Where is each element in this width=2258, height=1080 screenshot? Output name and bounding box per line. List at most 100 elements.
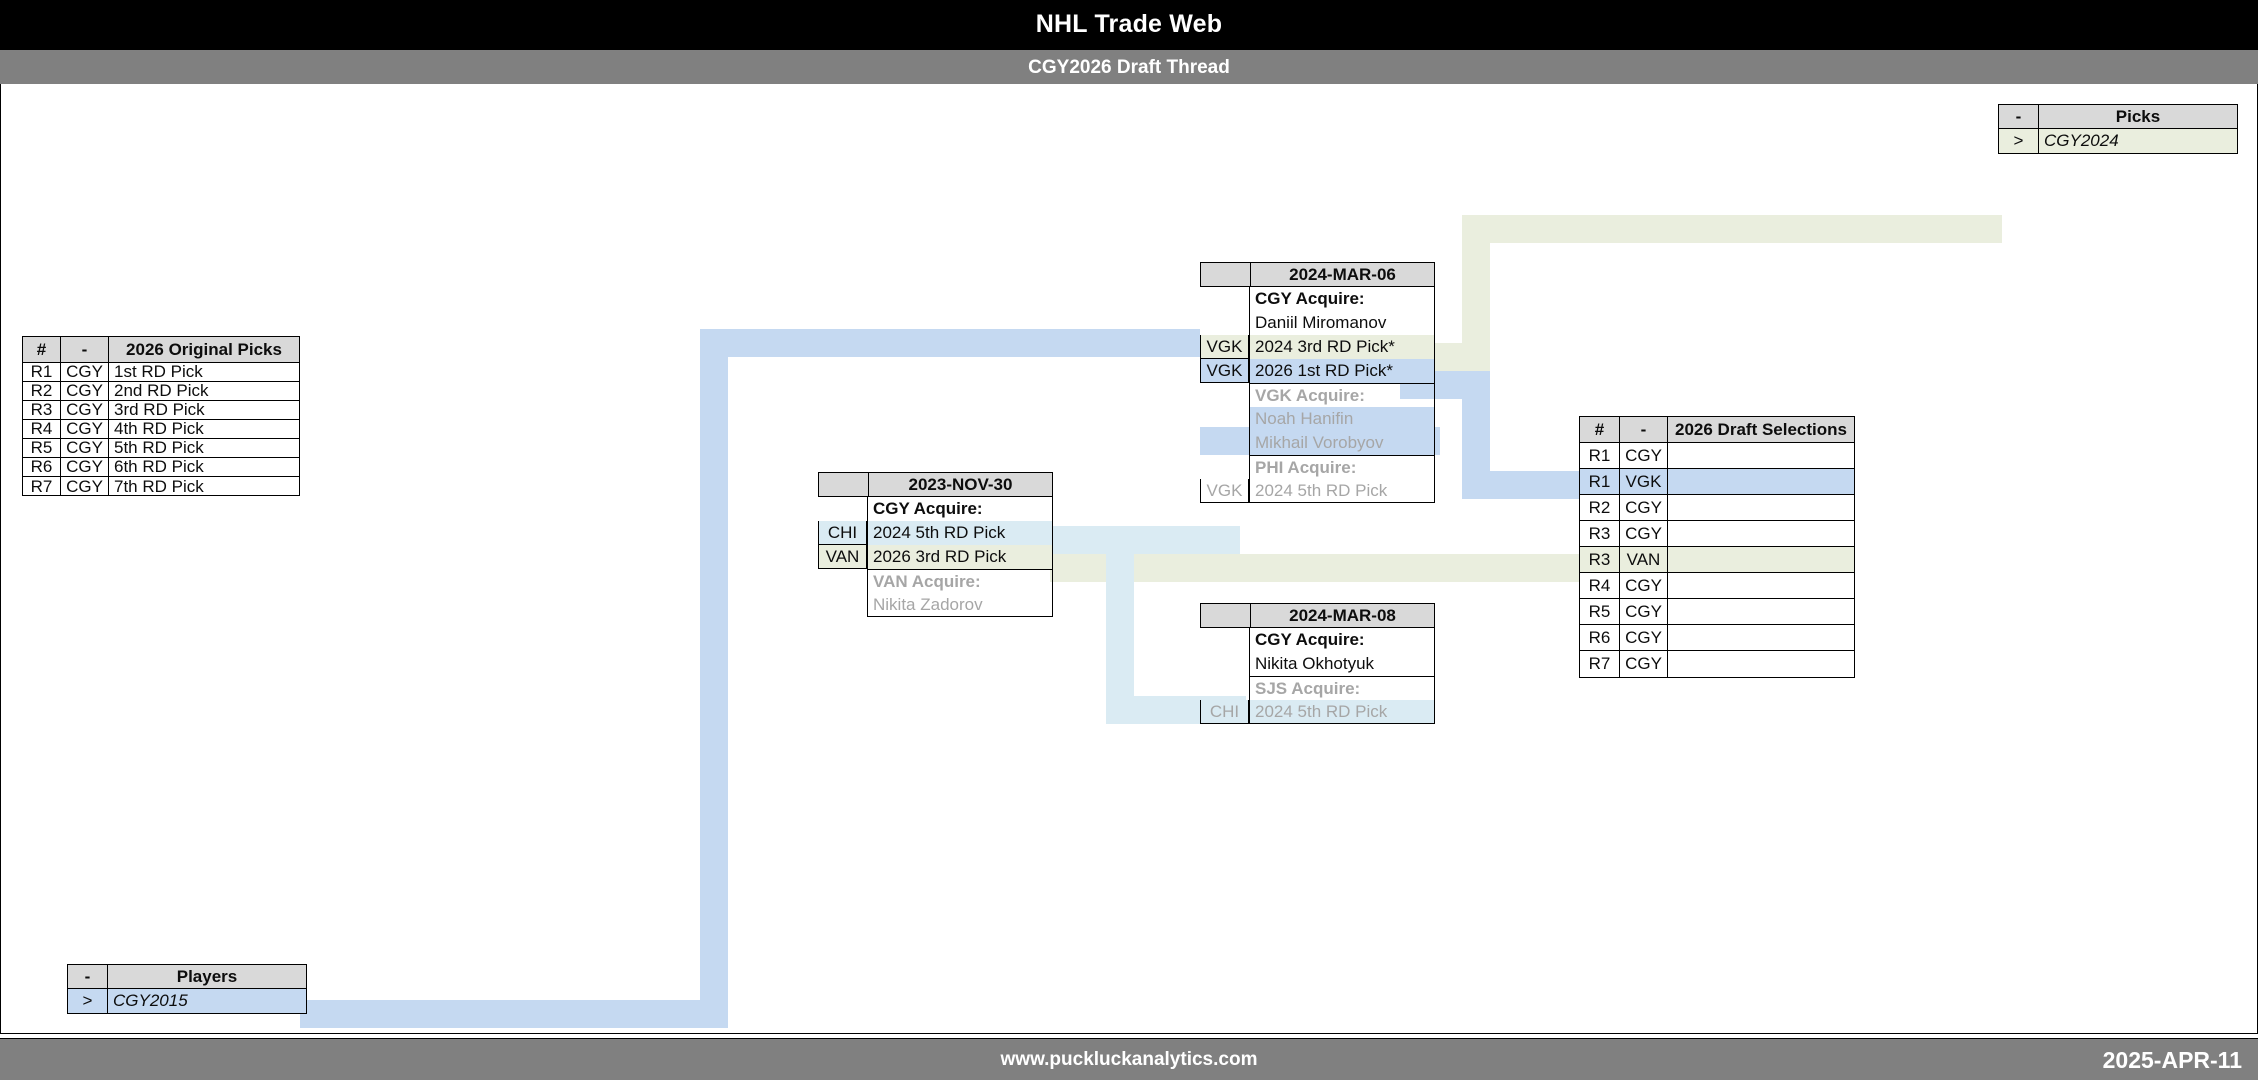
row-number: R2 (1580, 495, 1620, 521)
row-pick: 2nd RD Pick (109, 382, 299, 401)
row-number: R5 (23, 439, 61, 458)
trade-row-asset: Mikhail Vorobyov (1249, 431, 1435, 455)
col-header-team: - (1620, 417, 1668, 443)
row-team: CGY (61, 439, 109, 458)
trade-row-team: VGK (1200, 479, 1249, 503)
trade-row[interactable]: PHI Acquire: (1200, 455, 1435, 479)
trade-row-team (1200, 652, 1249, 676)
trade-row[interactable]: CGY Acquire: (818, 497, 1053, 521)
row-team: VGK (1620, 469, 1668, 495)
trade-row[interactable]: Daniil Miromanov (1200, 311, 1435, 335)
connector-blue-top-horizontal (700, 329, 1200, 357)
trade-row[interactable]: VGK Acquire: (1200, 383, 1435, 407)
row-team: CGY (1620, 495, 1668, 521)
legend-item-picks[interactable]: > CGY2024 (1999, 129, 2237, 153)
connector-blue-hanifin-row (1200, 427, 1440, 455)
page-subtitle: CGY2026 Draft Thread (0, 49, 2258, 86)
connector-cyan-vertical (1106, 526, 1134, 724)
players-legend-box: - Players > CGY2015 (67, 964, 307, 1014)
page-title: NHL Trade Web (0, 0, 2258, 49)
legend-label: CGY2015 (113, 991, 188, 1010)
trade-row-team: VGK (1200, 335, 1249, 359)
trade-card-header: 2024-MAR-08 (1200, 603, 1435, 628)
trade-row[interactable]: CGY Acquire: (1200, 628, 1435, 652)
legend-item-players[interactable]: > CGY2015 (68, 989, 306, 1013)
trade-row-team (1200, 287, 1249, 311)
trade-card-2024-mar-06[interactable]: 2024-MAR-06 CGY Acquire:Daniil Miromanov… (1200, 262, 1435, 503)
table-header-row: # - 2026 Original Picks (23, 337, 299, 363)
trade-row[interactable]: Nikita Okhotyuk (1200, 652, 1435, 676)
trade-row-team (1200, 455, 1249, 479)
col-header-picks: 2026 Original Picks (109, 337, 299, 363)
trade-row-team (1200, 628, 1249, 652)
connector-olive-top-horizontal (1462, 215, 2002, 243)
row-number: R6 (1580, 625, 1620, 651)
trade-row-team (818, 497, 867, 521)
connector-blue-into-r1vgk (1462, 471, 1582, 499)
trade-card-date: 2024-MAR-06 (1251, 263, 1434, 286)
trade-row-team (1200, 676, 1249, 700)
row-selection (1668, 469, 1854, 495)
trade-row-asset: SJS Acquire: (1249, 676, 1435, 700)
legend-col-picks: Picks (2039, 105, 2237, 129)
trade-row-asset: 2024 5th RD Pick (867, 521, 1053, 545)
trade-card-team-col (1201, 263, 1251, 286)
col-header-number: # (23, 337, 61, 363)
trade-row[interactable]: Noah Hanifin (1200, 407, 1435, 431)
row-selection (1668, 651, 1854, 677)
trade-row[interactable]: VAN Acquire: (818, 569, 1053, 593)
row-team: CGY (1620, 573, 1668, 599)
row-pick: 5th RD Pick (109, 439, 299, 458)
trade-row-team: VGK (1200, 359, 1249, 383)
row-team: CGY (61, 420, 109, 439)
trade-row-asset: 2024 5th RD Pick (1249, 700, 1435, 724)
row-team: VAN (1620, 547, 1668, 573)
trade-row[interactable]: Mikhail Vorobyov (1200, 431, 1435, 455)
trade-card-date: 2024-MAR-08 (1251, 604, 1434, 627)
trade-row-asset: CGY Acquire: (867, 497, 1053, 521)
trade-row[interactable]: SJS Acquire: (1200, 676, 1435, 700)
row-number: R6 (23, 458, 61, 477)
legend-header-row: - Picks (1999, 105, 2237, 129)
row-team: CGY (1620, 625, 1668, 651)
trade-row[interactable]: Nikita Zadorov (818, 593, 1053, 617)
row-selection (1668, 625, 1854, 651)
picks-legend-box: - Picks > CGY2024 (1998, 104, 2238, 154)
trade-row[interactable]: CGY Acquire: (1200, 287, 1435, 311)
connector-blue-vertical (700, 329, 728, 1028)
footer-site: www.puckluckanalytics.com (1000, 1049, 1258, 1070)
row-selection (1668, 495, 1854, 521)
trade-row-asset: VGK Acquire: (1249, 383, 1435, 407)
row-number: R3 (23, 401, 61, 420)
row-pick: 1st RD Pick (109, 363, 299, 382)
trade-row-asset: Nikita Zadorov (867, 593, 1053, 617)
trade-row-team (1200, 431, 1249, 455)
row-selection (1668, 573, 1854, 599)
